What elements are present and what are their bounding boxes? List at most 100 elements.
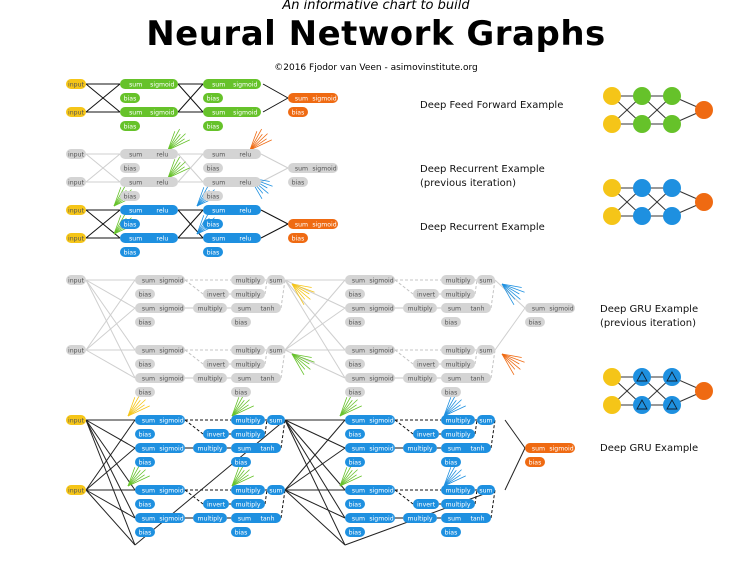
- invert-node: invert: [413, 289, 439, 299]
- multiply-shape: [441, 499, 475, 509]
- edge: [284, 419, 346, 449]
- edge: [291, 283, 306, 300]
- sum-sigmoid-label: sigmoid: [369, 347, 393, 354]
- edge: [339, 474, 357, 487]
- bias-node: bias: [288, 107, 308, 117]
- sum-tanh-label: tanh: [260, 515, 274, 522]
- bias-node: bias: [135, 527, 155, 537]
- multiply-shape: [231, 429, 265, 439]
- sum-relu-shape: [120, 205, 178, 215]
- sum-sigmoid-label: sigmoid: [369, 445, 393, 452]
- edge: [127, 464, 140, 487]
- sum-sigmoid-shape: [135, 513, 185, 523]
- edge: [85, 447, 136, 491]
- sum-sigmoid-label: sum: [295, 165, 308, 172]
- multiply-label: multiply: [445, 361, 470, 368]
- sum-node: sum: [477, 485, 495, 495]
- input-label: input: [68, 151, 84, 158]
- edge: [501, 283, 525, 293]
- sum-tanh-label: sum: [238, 515, 251, 522]
- sum-relu-shape: [203, 205, 261, 215]
- edge: [291, 283, 310, 295]
- multiply-node: multiply: [231, 289, 265, 299]
- multiply-label: multiply: [197, 515, 222, 522]
- bias-shape: [345, 387, 365, 397]
- edge: [284, 419, 346, 546]
- edge: [394, 489, 414, 505]
- sum-sigmoid-label: sigmoid: [369, 515, 393, 522]
- edge: [443, 394, 456, 417]
- sum-sigmoid-label: sigmoid: [549, 445, 573, 452]
- sum-tanh-label: tanh: [470, 375, 484, 382]
- multiply-node: multiply: [441, 289, 475, 299]
- edge: [501, 353, 525, 363]
- bias-shape: [135, 527, 155, 537]
- sum-node: sum: [477, 345, 495, 355]
- bias-shape: [135, 289, 155, 299]
- multiply-node: multiply: [193, 373, 227, 383]
- bias-label: bias: [207, 193, 220, 200]
- bias-shape: [203, 247, 223, 257]
- sum-sigmoid-label: sigmoid: [159, 417, 183, 424]
- edge: [127, 399, 146, 417]
- edge: [85, 489, 136, 519]
- multiply-node: multiply: [231, 485, 265, 495]
- sum-tanh-label: tanh: [260, 445, 274, 452]
- multiply-node: multiply: [193, 443, 227, 453]
- edge: [443, 467, 452, 487]
- edge: [284, 489, 346, 546]
- edge: [474, 279, 478, 295]
- edge: [113, 184, 126, 207]
- edge: [127, 467, 136, 487]
- sum-sigmoid-shape: [203, 107, 261, 117]
- bias-label: bias: [349, 459, 362, 466]
- sum-relu-label: sum: [212, 235, 225, 242]
- edge: [85, 419, 136, 546]
- input-node: input: [66, 415, 86, 425]
- bias-shape: [120, 191, 140, 201]
- edge: [127, 394, 140, 417]
- multiply-node: multiply: [231, 275, 265, 285]
- bias-node: bias: [135, 387, 155, 397]
- edge: [184, 279, 204, 295]
- input-label: input: [68, 417, 84, 424]
- bias-label: bias: [235, 459, 248, 466]
- invert-label: invert: [207, 431, 226, 438]
- gru-network-icon: [603, 368, 713, 414]
- multiply-shape: [231, 485, 265, 495]
- bias-label: bias: [124, 249, 137, 256]
- sum-sigmoid-label: sigmoid: [150, 109, 174, 116]
- sum-sigmoid-label: sigmoid: [312, 221, 336, 228]
- invert-node: invert: [413, 499, 439, 509]
- edge: [196, 187, 205, 207]
- bias-shape: [120, 121, 140, 131]
- sum-relu-label: sum: [129, 179, 142, 186]
- bias-shape: [345, 289, 365, 299]
- sum-sigmoid-label: sigmoid: [159, 347, 183, 354]
- multiply-shape: [231, 499, 265, 509]
- edge: [339, 475, 362, 487]
- sum-node: sum: [267, 275, 285, 285]
- bias-shape: [345, 429, 365, 439]
- edge: [264, 349, 268, 365]
- invert-label: invert: [417, 501, 436, 508]
- edge: [339, 404, 357, 417]
- sum-sigmoid-label: sigmoid: [312, 95, 336, 102]
- sum-sigmoid-label: sigmoid: [159, 305, 183, 312]
- input-label: input: [68, 207, 84, 214]
- bias-node: bias: [345, 527, 365, 537]
- bias-node: bias: [441, 317, 461, 327]
- input-label: input: [68, 179, 84, 186]
- sum-sigmoid-shape: [135, 345, 185, 355]
- edge: [284, 307, 346, 351]
- edge: [339, 405, 362, 417]
- edge: [262, 97, 289, 113]
- sum-tanh-label: sum: [238, 445, 251, 452]
